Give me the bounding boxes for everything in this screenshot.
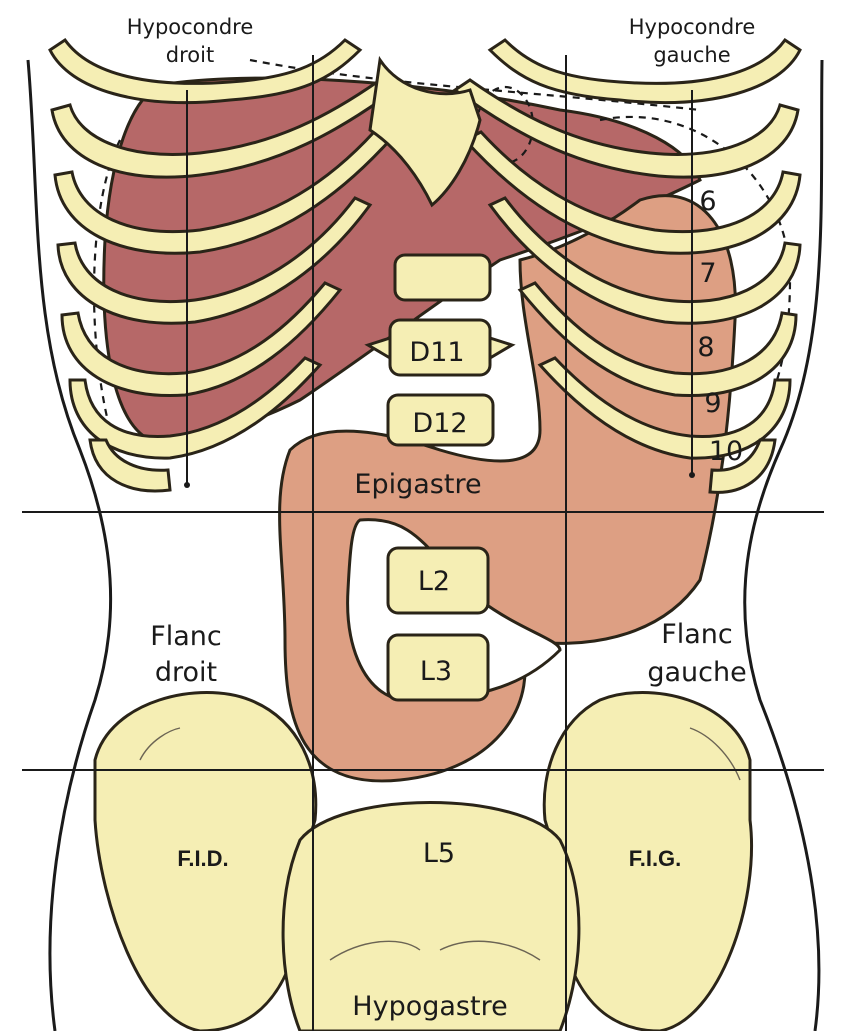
label-l2: L2 — [418, 566, 450, 597]
label-flanc-droit-line1: Flanc — [150, 621, 222, 652]
label-flanc-droit-line2: droit — [155, 657, 217, 688]
label-hypocondre-gauche-line1: Hypocondre — [629, 15, 756, 39]
rib-number-10: 10 — [709, 436, 743, 467]
label-hypocondre-droit-line1: Hypocondre — [127, 15, 254, 39]
vertebra-d10 — [395, 255, 490, 300]
label-l3: L3 — [420, 656, 452, 687]
d11-process-right — [490, 338, 512, 358]
label-fig: F.I.G. — [629, 846, 682, 871]
label-fid: F.I.D. — [177, 846, 228, 871]
label-flanc-gauche-line1: Flanc — [661, 619, 733, 650]
right-line-end-dot — [184, 482, 190, 488]
label-l5: L5 — [423, 838, 455, 869]
rib-number-9: 9 — [704, 388, 721, 419]
label-d11: D11 — [409, 337, 464, 368]
rib-number-6: 6 — [699, 186, 716, 217]
label-hypocondre-gauche-line2: gauche — [653, 43, 730, 67]
label-hypocondre-droit-line2: droit — [166, 43, 214, 67]
label-epigastre: Epigastre — [354, 469, 481, 500]
rib-number-8: 8 — [697, 332, 714, 363]
rib-number-7: 7 — [699, 258, 716, 289]
label-hypogastre: Hypogastre — [352, 991, 507, 1022]
left-line-end-dot — [689, 472, 695, 478]
label-d12: D12 — [412, 408, 467, 439]
label-flanc-gauche-line2: gauche — [647, 657, 746, 688]
